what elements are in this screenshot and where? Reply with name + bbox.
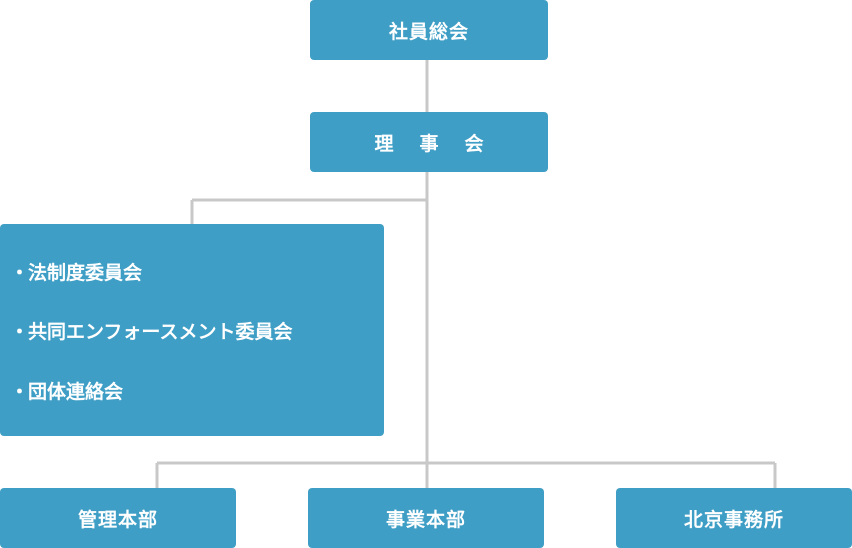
bullet: ・ <box>10 262 30 284</box>
committee-label: 共同エンフォースメント委員会 <box>28 321 293 343</box>
division-label: 北京事務所 <box>683 508 784 531</box>
committee-item-enforcement: ・ 共同エンフォースメント委員会 <box>10 317 292 344</box>
board-box: 理 事 会 <box>310 112 548 172</box>
division-box-beijing-office: 北京事務所 <box>616 488 852 548</box>
general-assembly-box: 社員総会 <box>310 0 548 60</box>
division-box-administration: 管理本部 <box>0 488 236 548</box>
division-box-business: 事業本部 <box>308 488 544 548</box>
board-label-char-3: 会 <box>464 132 484 155</box>
committee-item-liaison: ・ 団体連絡会 <box>10 377 123 404</box>
general-assembly-label: 社員総会 <box>388 20 469 43</box>
bullet: ・ <box>10 381 30 403</box>
division-label: 管理本部 <box>77 508 158 531</box>
committee-label: 団体連絡会 <box>28 381 124 403</box>
board-label-char-1: 理 <box>374 132 394 155</box>
committees-box: ・ 法制度委員会 ・ 共同エンフォースメント委員会 ・ 団体連絡会 <box>0 224 384 436</box>
division-label: 事業本部 <box>385 508 466 531</box>
committee-item-legal: ・ 法制度委員会 <box>10 258 142 285</box>
board-label-char-2: 事 <box>419 132 439 155</box>
bullet: ・ <box>10 321 30 343</box>
committee-label: 法制度委員会 <box>28 262 143 284</box>
